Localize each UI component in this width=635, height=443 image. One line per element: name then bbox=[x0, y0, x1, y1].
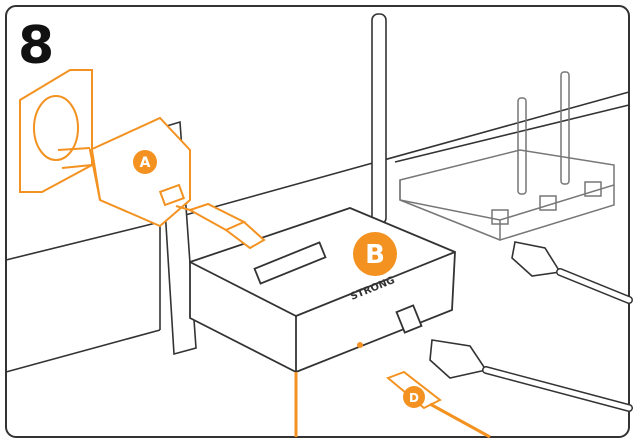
label-text-d: D bbox=[409, 391, 419, 405]
ethernet-cable-d bbox=[386, 370, 491, 439]
frame-border bbox=[5, 5, 630, 438]
ethernet-cable-upper bbox=[511, 241, 633, 304]
step-number: 8 bbox=[18, 16, 55, 76]
repeater-antenna-back bbox=[371, 13, 387, 225]
label-text-b: B bbox=[365, 240, 385, 270]
label-badge-b: B bbox=[353, 232, 397, 276]
wall-socket bbox=[19, 69, 93, 193]
label-text-a: A bbox=[140, 155, 151, 171]
label-badge-a: A bbox=[133, 150, 157, 174]
router-device bbox=[399, 71, 615, 242]
room-outline bbox=[5, 91, 630, 373]
label-badge-d: D bbox=[403, 386, 425, 408]
usb-cable bbox=[175, 202, 266, 250]
ethernet-cable-lower bbox=[429, 339, 633, 412]
